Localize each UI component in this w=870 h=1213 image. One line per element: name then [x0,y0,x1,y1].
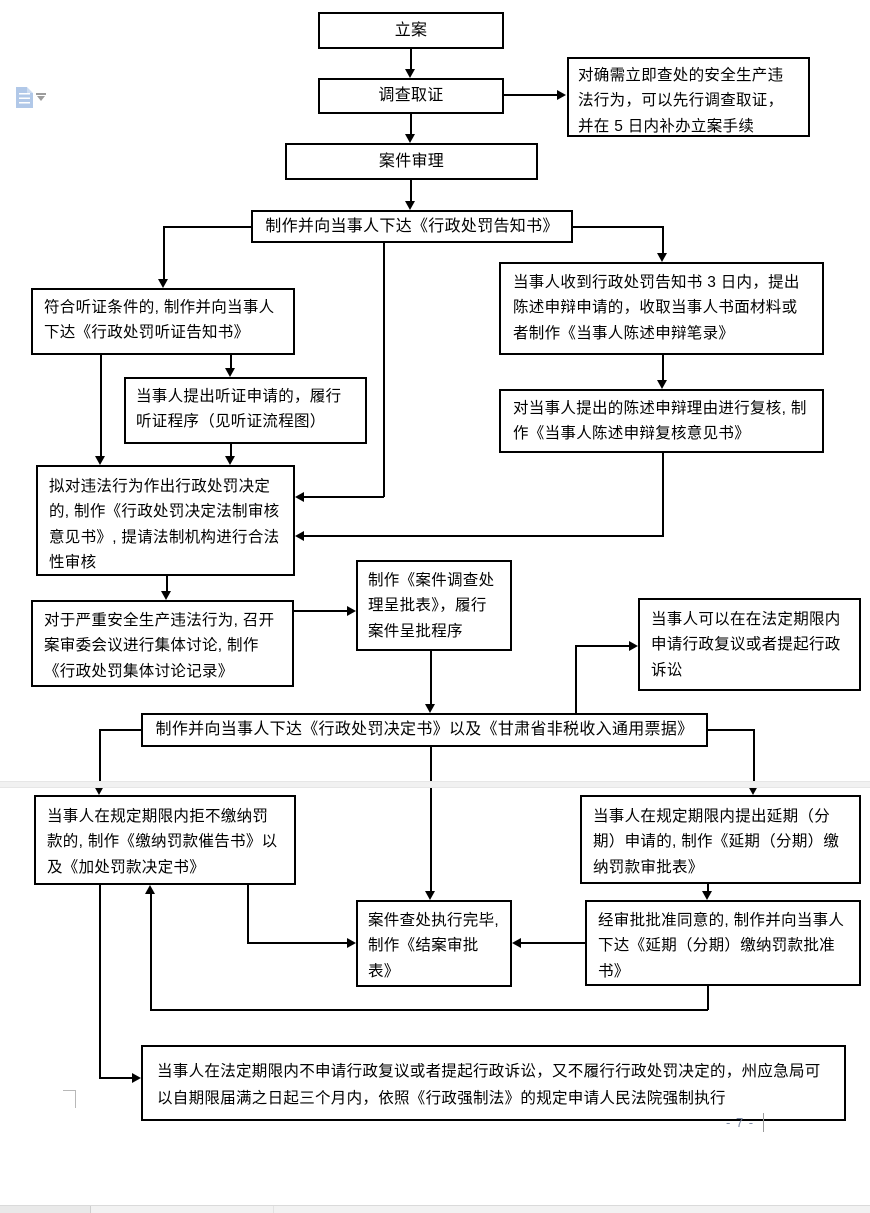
arrowhead [158,279,168,288]
document-icon[interactable] [16,87,33,108]
arrowhead [748,786,758,795]
arrowhead [161,591,171,600]
flow-node-case-review: 案件审理 [285,143,538,180]
connector-line [304,496,384,498]
connector-line [99,1077,133,1079]
text-boundary-mark [63,1090,76,1108]
connector-line [707,884,709,892]
connector-line [575,645,629,647]
arrowhead [512,938,521,948]
flow-node-reconsideration: 当事人可以在在法定期限内申请行政复议或者提起行政诉讼 [638,598,861,691]
connector-line [575,645,577,713]
flow-node-enforcement: 当事人在法定期限内不申请行政复议或者提起行政诉讼，又不履行行政处罚决定的，州应急… [141,1045,846,1121]
arrowhead [94,786,104,795]
connector-line [662,355,664,381]
flow-node-defense-review: 对当事人提出的陈述申辩理由进行复核, 制作《当事人陈述申辩复核意见书》 [499,389,824,453]
flow-node-collective-discussion: 对于严重安全生产违法行为, 召开案审委会议进行集体讨论, 制作《行政处罚集体讨论… [31,600,294,687]
connector-line [662,453,664,537]
connector-line [294,610,347,612]
arrowhead [425,704,435,713]
arrowhead [557,90,566,100]
flow-node-investigation: 调查取证 [318,78,504,114]
arrowhead [405,201,415,210]
page-number: - 7 - [726,1115,755,1130]
connector-line [430,747,432,892]
page-break-band [0,781,870,788]
connector-line [753,729,755,787]
connector-line [410,180,412,202]
flow-node-case-approval: 制作《案件调查处理呈批表》，履行案件呈批程序 [356,560,512,651]
connector-line [247,885,249,944]
arrowhead [295,492,304,502]
connector-line [99,729,141,731]
flow-node-case-closure: 案件查处执行完毕, 制作《结案审批表》 [356,900,512,987]
connector-line [707,986,709,1010]
status-bar [0,1205,870,1213]
arrowhead [225,456,235,465]
flow-node-immediate-note: 对确需立即查处的安全生产违法行为，可以先行调查取证，并在 5 日内补办立案手续 [567,57,810,137]
arrowhead [295,531,304,541]
connector-line [100,355,102,457]
flow-node-deferral-approval: 经审批批准同意的, 制作并向当事人下达《延期（分期）缴纳罚款批准书》 [585,900,861,986]
arrowhead [425,891,435,900]
document-text-lines [19,93,30,104]
status-bar-divider [273,1206,274,1213]
arrowhead [132,1073,141,1083]
connector-line [410,49,412,70]
status-bar-left-segment [0,1206,91,1213]
arrowhead [145,885,155,894]
connector-line [163,226,165,280]
connector-line [230,355,232,369]
arrowhead [225,368,235,377]
chevron-down-icon[interactable] [37,96,45,101]
text-cursor [763,1113,764,1132]
connector-line [247,942,348,944]
flow-node-hearing-notice: 符合听证条件的, 制作并向当事人下达《行政处罚听证告知书》 [31,288,295,355]
arrowhead [405,134,415,143]
arrowhead [702,891,712,900]
connector-line [99,885,101,1078]
flow-node-penalty-decision: 制作并向当事人下达《行政处罚决定书》以及《甘肃省非税收入通用票据》 [141,713,708,747]
flow-node-penalty-notice: 制作并向当事人下达《行政处罚告知书》 [251,210,573,243]
connector-line [150,1009,708,1011]
flow-node-filing: 立案 [318,12,504,49]
connector-line [662,226,664,254]
flow-node-hearing-procedure: 当事人提出听证申请的，履行听证程序（见听证流程图） [124,377,367,444]
arrowhead [405,69,415,78]
connector-line [410,114,412,135]
connector-line [163,226,251,228]
flow-node-legality-review: 拟对违法行为作出行政处罚决定的, 制作《行政处罚决定法制审核意见书》, 提请法制… [36,465,295,576]
connector-line [504,94,557,96]
connector-line [383,243,385,497]
dropdown-bar [36,93,46,95]
connector-line [573,226,663,228]
connector-line [430,651,432,705]
connector-line [304,535,663,537]
flow-node-statement-defense: 当事人收到行政处罚告知书 3 日内，提出陈述申辩申请的，收取当事人书面材料或者制… [499,262,824,355]
flow-node-deferral-request: 当事人在规定期限内提出延期（分期）申请的, 制作《延期（分期）缴纳罚款审批表》 [580,795,861,884]
arrowhead [657,380,667,389]
connector-line [150,894,152,1010]
arrowhead [657,253,667,262]
flow-node-refuse-payment: 当事人在规定期限内拒不缴纳罚款的, 制作《缴纳罚款催告书》以及《加处罚款决定书》 [34,795,296,885]
connector-line [230,444,232,457]
connector-line [521,942,585,944]
arrowhead [629,641,638,651]
connector-line [166,576,168,592]
arrowhead [347,938,356,948]
page-fold [27,87,33,93]
connector-line [99,729,101,787]
connector-line [708,729,754,731]
arrowhead [95,456,105,465]
arrowhead [347,606,356,616]
